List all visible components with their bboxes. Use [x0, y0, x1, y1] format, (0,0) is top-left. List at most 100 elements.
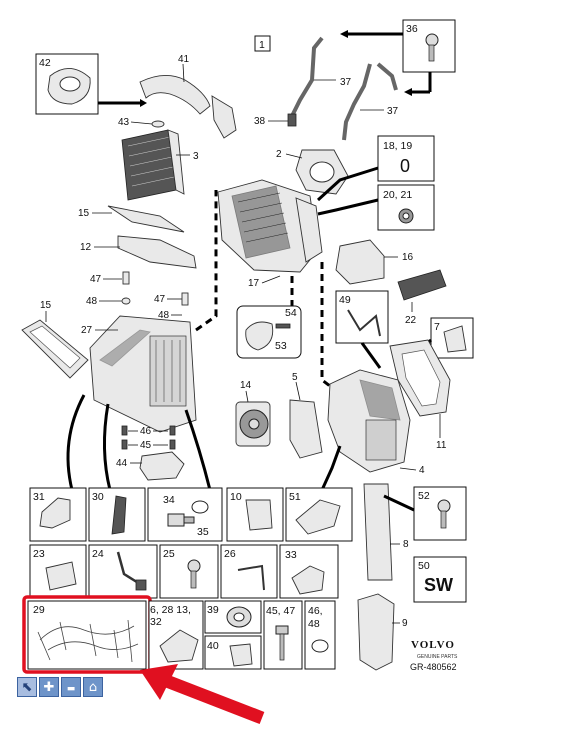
part-22-module: [397, 269, 447, 301]
part-10-illustration: [245, 499, 273, 531]
part-46-screw-a: [121, 425, 128, 436]
part-54-label: 54: [285, 307, 297, 319]
part-40-label: 40: [207, 640, 219, 652]
leader-5: [295, 381, 301, 401]
part-37-hose-a: [290, 36, 324, 117]
brand-logo: VOLVO: [411, 639, 455, 651]
part-18-19-box[interactable]: [377, 135, 435, 182]
label-11: 11: [436, 440, 447, 451]
label-27: 27: [81, 325, 93, 336]
part-35-label: 35: [197, 526, 209, 538]
part-40-illustration: [229, 643, 253, 667]
part-7-bracket: [443, 325, 467, 353]
part-49-illustration: [347, 309, 381, 337]
red-pointer-arrow: [140, 664, 265, 725]
part-24-label: 24: [92, 548, 104, 560]
part-9-panel: [357, 593, 395, 671]
part-24-illustration: [116, 551, 141, 586]
part-12-housing-top: [117, 235, 197, 269]
part-8-gasket: [363, 483, 393, 581]
label-41: 41: [178, 54, 190, 65]
brand-subtitle: GENUINE PARTS: [417, 654, 458, 660]
part-23-illustration: [45, 561, 77, 591]
leader-14: [245, 390, 249, 403]
group-box-label: 1: [259, 39, 265, 51]
part-54-screw: [275, 323, 291, 329]
label-9: 9: [402, 618, 408, 629]
part-43-oring: [151, 120, 165, 128]
viewer-toolbar: ⬉ ✚ ▬ ⌂: [17, 677, 103, 697]
part-36-label: 36: [406, 23, 418, 35]
part-16-module: [335, 239, 385, 285]
part-42-arrowhead: [140, 99, 147, 107]
leader-2: [285, 153, 303, 159]
label-4: 4: [419, 465, 425, 476]
part-45-47-label: 45, 47: [266, 605, 295, 617]
part-18-19-pointer: [316, 166, 379, 202]
part-34-35-box[interactable]: [147, 487, 223, 542]
part-18-19-label: 18, 19: [383, 140, 412, 152]
part-36-screw-illustration: [425, 33, 439, 62]
part-39-label: 39: [207, 604, 219, 616]
part-20-21-pointer: [317, 198, 379, 216]
part-29-label: 29: [33, 604, 45, 616]
label-38: 38: [254, 116, 266, 127]
part-29-box[interactable]: [27, 600, 147, 670]
part-46-48-box[interactable]: [304, 600, 336, 670]
part-26-illustration: [237, 564, 265, 591]
part-50-box[interactable]: [413, 556, 467, 603]
part-25-box[interactable]: [159, 544, 219, 599]
label-14: 14: [240, 380, 252, 391]
connector-dashed-right: [320, 262, 331, 388]
part-15-gasket-upper: [107, 205, 185, 233]
connector-31: [66, 394, 86, 491]
part-7-label: 7: [434, 321, 440, 333]
label-3: 3: [193, 151, 199, 162]
part-45-47-clip-illustration: [275, 625, 289, 661]
label-5: 5: [292, 372, 298, 383]
label-48a: 48: [86, 296, 98, 307]
part-45-screw-a: [121, 439, 128, 450]
zoom-out-button[interactable]: ▬: [61, 677, 81, 697]
part-14-blower-motor: [235, 401, 271, 447]
part-52-label: 52: [418, 490, 430, 502]
label-44: 44: [116, 458, 128, 469]
part-18-19-oring: 0: [400, 156, 410, 176]
part-17-evaporator-assembly: [217, 179, 323, 273]
part-38-clip: [287, 113, 297, 127]
part-50-label: 50: [418, 560, 430, 572]
part-26-box[interactable]: [220, 544, 278, 599]
label-15b: 15: [40, 300, 52, 311]
label-47b: 47: [154, 294, 166, 305]
label-47a: 47: [90, 274, 102, 285]
label-37a: 37: [340, 77, 352, 88]
label-43: 43: [118, 117, 130, 128]
select-tool-button[interactable]: ⬉: [17, 677, 37, 697]
part-34-bolt-illustration: [167, 513, 195, 527]
part-25-screw-illustration: [187, 559, 201, 589]
part-6-28-13-label: 6, 28 13,: [150, 604, 191, 616]
part-31-illustration: [39, 497, 71, 529]
label-37b: 37: [387, 106, 399, 117]
connector-30: [102, 403, 112, 491]
connector-51: [320, 445, 342, 491]
part-51-illustration: [295, 499, 341, 535]
leader-4: [399, 467, 417, 471]
part-46-screw-b: [169, 425, 176, 436]
connector-34: [184, 409, 212, 491]
leader-41: [182, 63, 185, 83]
part-48-washer-a: [121, 297, 131, 305]
part-52-screw-illustration: [437, 499, 451, 529]
part-37-hose-b: [342, 63, 372, 141]
part-48-label-grid: 48: [308, 618, 320, 630]
part-53-cap: [245, 321, 274, 351]
part-52-box[interactable]: [413, 486, 467, 541]
label-15a: 15: [78, 208, 90, 219]
home-button[interactable]: ⌂: [83, 677, 103, 697]
leader-17: [261, 275, 281, 284]
part-46-48-washer: [311, 639, 329, 653]
label-45: 45: [140, 440, 152, 451]
part-30-label: 30: [92, 491, 104, 503]
zoom-in-button[interactable]: ✚: [39, 677, 59, 697]
leader-43: [130, 121, 153, 125]
